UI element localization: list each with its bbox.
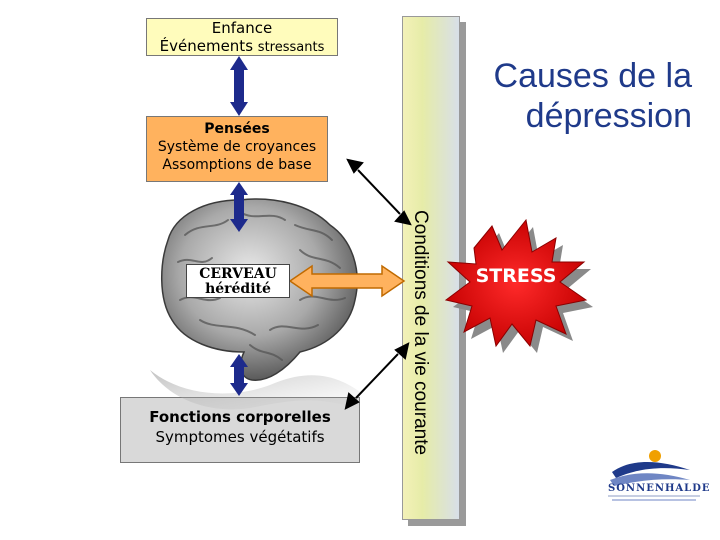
evenements-line: Événements stressants: [147, 37, 337, 57]
page-title: Causes de la dépression: [432, 56, 692, 136]
cerveau-label: CERVEAU: [199, 266, 277, 282]
heredite-label: hérédité: [205, 281, 271, 297]
arrow-pensees-conditions: [346, 158, 412, 226]
brain-image: [150, 198, 360, 410]
croyances-label: Système de croyances: [157, 139, 317, 155]
arrow-cerveau-fonctions: [230, 354, 248, 396]
arrow-cerveau-conditions: [288, 264, 406, 298]
assomptions-label: Assomptions de base: [162, 157, 312, 173]
title-line-2: dépression: [525, 97, 692, 135]
vertical-bar: [402, 16, 460, 520]
stressants-label: stressants: [257, 40, 325, 55]
evenements-label: Événements: [159, 37, 254, 55]
stress-label: STRESS: [475, 265, 557, 287]
fonctions-label: Fonctions corporelles: [149, 408, 331, 426]
arrow-pensees-cerveau: [230, 182, 248, 232]
arrow-enfance-pensees: [230, 56, 248, 116]
cerveau-box: CERVEAU hérédité: [186, 264, 290, 298]
logo-wordmark: SONNENHALDE: [608, 483, 711, 494]
symptomes-label: Symptomes végétatifs: [155, 428, 325, 446]
stress-star: [444, 218, 593, 353]
arrow-fonctions-conditions: [344, 342, 410, 410]
pensees-box: Pensées Système de croyances Assomptions…: [146, 116, 328, 182]
pensees-label: Pensées: [204, 121, 270, 137]
title-line-1: Causes de la: [493, 57, 692, 95]
enfance-label: Enfance: [211, 19, 273, 37]
sonnenhalde-logo: [608, 450, 700, 501]
enfance-box: Enfance Événements stressants: [146, 18, 338, 56]
